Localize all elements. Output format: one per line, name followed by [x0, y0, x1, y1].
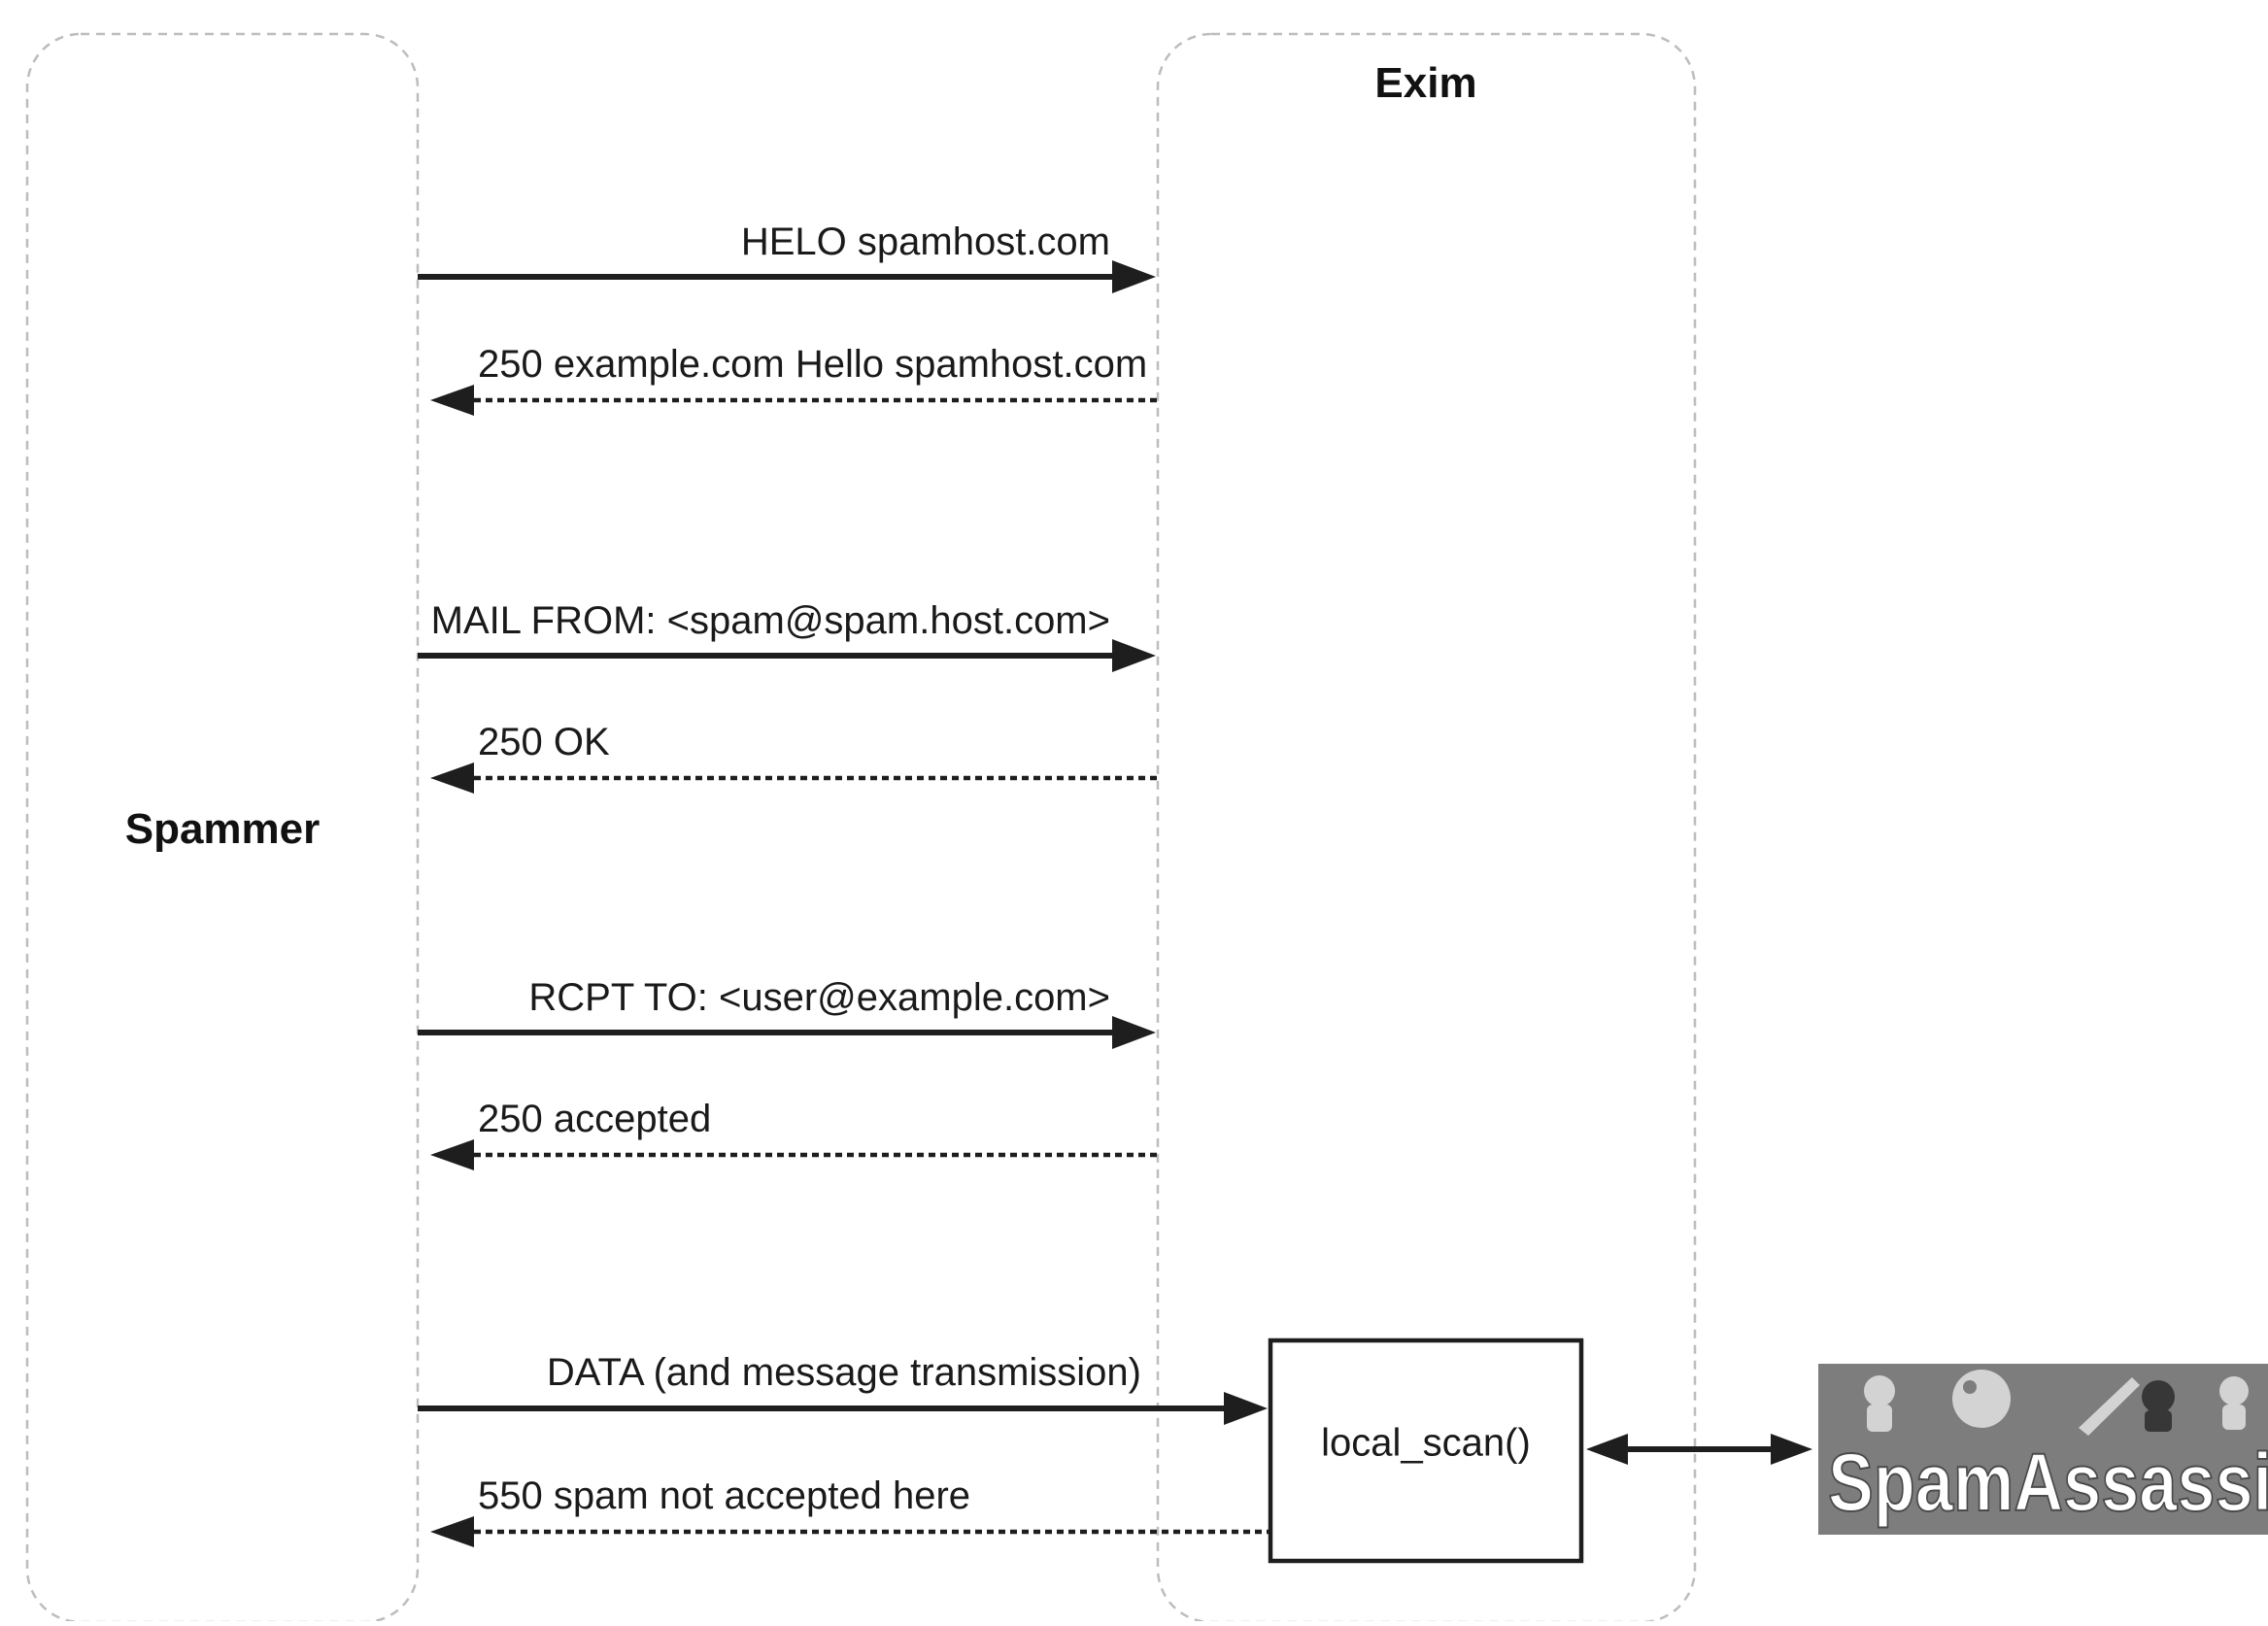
message-ok-response: 250 OK — [430, 721, 1158, 794]
message-data: DATA (and message transmission) — [418, 1351, 1268, 1425]
spamassassin-logo: SpamAssassin — [1818, 1364, 2268, 1535]
exim-lane-label: Exim — [1374, 59, 1476, 107]
request-arrowhead — [1112, 1016, 1156, 1049]
message-rcpt-to: RCPT TO: <user@example.com> — [418, 976, 1156, 1049]
message-label: 250 example.com Hello spamhost.com — [478, 343, 1147, 386]
message-label: 250 OK — [478, 721, 610, 763]
left-arrowhead — [1586, 1434, 1628, 1465]
bidirectional-arrow — [1586, 1434, 1812, 1465]
exim-lane — [1156, 32, 1697, 1624]
right-arrowhead — [1771, 1434, 1812, 1465]
message-label: 550 spam not accepted here — [478, 1474, 970, 1517]
process-box-label: local_scan() — [1321, 1422, 1531, 1465]
message-hello-response: 250 example.com Hello spamhost.com — [430, 343, 1158, 416]
logo-wordmark: SpamAssassin — [1828, 1437, 2268, 1528]
message-rejected-response: 550 spam not accepted here — [430, 1474, 1270, 1547]
response-arrowhead — [430, 1139, 474, 1170]
response-arrowhead — [430, 385, 474, 416]
message-label: MAIL FROM: <spam@spam.host.com> — [431, 599, 1110, 642]
response-arrowhead — [430, 762, 474, 794]
message-mail-from: MAIL FROM: <spam@spam.host.com> — [418, 599, 1156, 672]
request-arrowhead — [1112, 639, 1156, 672]
message-label: DATA (and message transmission) — [547, 1351, 1141, 1394]
request-arrowhead — [1112, 260, 1156, 293]
logo-figures-icon — [1864, 1370, 2249, 1436]
message-label: 250 accepted — [478, 1098, 711, 1140]
message-label: HELO spamhost.com — [741, 220, 1110, 263]
local-scan-box: local_scan() — [1268, 1338, 1584, 1564]
message-label: RCPT TO: <user@example.com> — [528, 976, 1110, 1019]
request-arrowhead — [1224, 1392, 1268, 1425]
message-accepted-response: 250 accepted — [430, 1098, 1158, 1170]
response-arrowhead — [430, 1516, 474, 1547]
process-box-frame — [1268, 1338, 1584, 1564]
spammer-lane-label: Spammer — [125, 805, 321, 853]
message-helo: HELO spamhost.com — [418, 220, 1156, 293]
